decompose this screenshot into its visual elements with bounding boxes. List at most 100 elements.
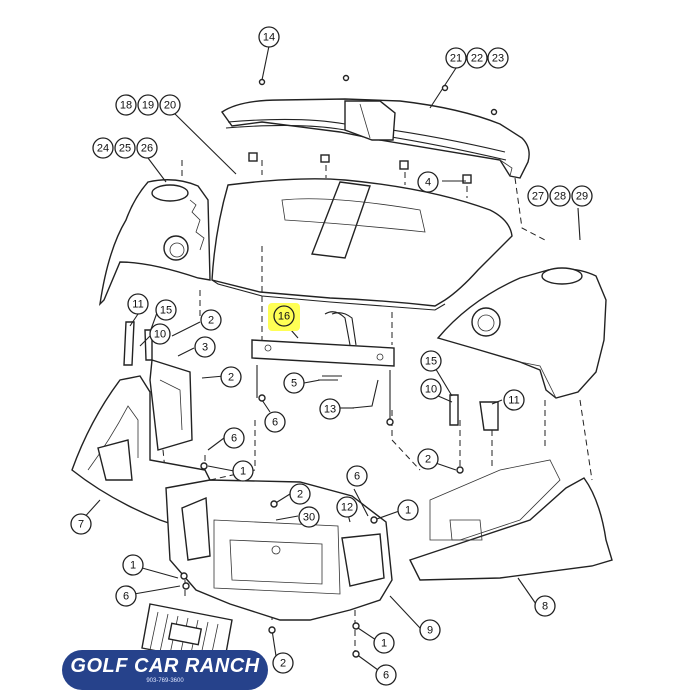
brand-logo: GOLF CAR RANCH 903-769-3600 <box>62 650 268 690</box>
callout-label: 2 <box>280 658 286 670</box>
callout-circle <box>397 499 419 521</box>
left-hinge <box>123 321 193 451</box>
callout-label: 4 <box>425 177 431 189</box>
callout-label: 12 <box>341 502 353 514</box>
hood <box>211 178 513 311</box>
callout-label: 10 <box>425 384 437 396</box>
callout-label: 6 <box>123 591 129 603</box>
callout-16: 16 <box>273 305 295 327</box>
callout-circle <box>194 336 216 358</box>
callout-1: 1 <box>397 499 419 521</box>
callout-2: 2 <box>200 309 222 331</box>
callout-19: 19 <box>137 94 159 116</box>
callout-circle <box>419 619 441 641</box>
callout-2: 2 <box>289 483 311 505</box>
callout-label: 2 <box>208 315 214 327</box>
callout-30: 30 <box>298 506 320 528</box>
callout-circle <box>445 47 467 69</box>
callout-label: 2 <box>297 489 303 501</box>
callout-circle <box>466 47 488 69</box>
callout-circle <box>223 427 245 449</box>
callout-circle <box>571 185 593 207</box>
callout-circle <box>319 398 341 420</box>
callout-6: 6 <box>115 585 137 607</box>
callout-circle <box>272 652 294 674</box>
callout-circle <box>283 372 305 394</box>
callout-24: 24 <box>92 137 114 159</box>
callout-circle <box>115 585 137 607</box>
leader-lines <box>80 45 581 671</box>
callout-circle <box>127 293 149 315</box>
top-cowl <box>221 98 530 179</box>
callout-label: 11 <box>508 395 519 407</box>
callout-8: 8 <box>534 595 556 617</box>
callout-circle <box>420 378 442 400</box>
right-front-fender <box>436 267 607 399</box>
callout-circle <box>298 506 320 528</box>
callout-label: 11 <box>132 299 143 311</box>
brand-phone: 903-769-3600 <box>146 678 184 684</box>
callout-15: 15 <box>155 299 177 321</box>
callout-label: 3 <box>202 342 208 354</box>
brand-name: GOLF CAR RANCH <box>70 655 260 677</box>
callout-label: 5 <box>291 378 297 390</box>
callout-28: 28 <box>549 185 571 207</box>
callout-label: 16 <box>278 311 290 323</box>
callout-11: 11 <box>503 389 525 411</box>
callout-9: 9 <box>419 619 441 641</box>
callout-circle <box>122 554 144 576</box>
callout-label: 1 <box>130 560 136 572</box>
callout-circle <box>136 137 158 159</box>
callout-circle <box>503 389 525 411</box>
callout-29: 29 <box>571 185 593 207</box>
callout-5: 5 <box>283 372 305 394</box>
callout-label: 9 <box>427 625 433 637</box>
callout-label: 6 <box>231 433 237 445</box>
callout-label: 26 <box>141 143 153 155</box>
callout-circle <box>200 309 222 331</box>
left-front-fender <box>98 179 211 306</box>
callout-label: 25 <box>119 143 131 155</box>
callout-circle <box>155 299 177 321</box>
callout-circle <box>487 47 509 69</box>
callout-27: 27 <box>527 185 549 207</box>
callout-circle <box>273 305 295 327</box>
callout-label: 19 <box>142 100 154 112</box>
callout-1: 1 <box>373 632 395 654</box>
callout-26: 26 <box>136 137 158 159</box>
callout-circle <box>70 513 92 535</box>
callout-20: 20 <box>159 94 181 116</box>
callout-circle <box>346 465 368 487</box>
callout-3: 3 <box>194 336 216 358</box>
callout-21: 21 <box>445 47 467 69</box>
callout-label: 1 <box>381 638 387 650</box>
callout-6: 6 <box>223 427 245 449</box>
callout-label: 6 <box>272 417 278 429</box>
callout-label: 27 <box>532 191 544 203</box>
callout-18: 18 <box>115 94 137 116</box>
callout-label: 13 <box>324 404 336 416</box>
callout-label: 20 <box>164 100 176 112</box>
callout-25: 25 <box>114 137 136 159</box>
callout-circle <box>420 350 442 372</box>
callout-circle <box>373 632 395 654</box>
hood-bracket <box>251 311 395 422</box>
callout-circle <box>527 185 549 207</box>
callout-label: 15 <box>425 356 437 368</box>
callout-6: 6 <box>346 465 368 487</box>
callout-12: 12 <box>336 496 358 518</box>
callout-label: 6 <box>354 471 360 483</box>
callout-circle <box>220 366 242 388</box>
callout-label: 18 <box>120 100 132 112</box>
callout-label: 29 <box>576 191 588 203</box>
callout-circle <box>159 94 181 116</box>
callout-label: 24 <box>97 143 109 155</box>
callout-6: 6 <box>264 411 286 433</box>
callout-1: 1 <box>122 554 144 576</box>
callout-circle <box>114 137 136 159</box>
callout-2: 2 <box>272 652 294 674</box>
callout-label: 2 <box>425 454 431 466</box>
right-splash <box>409 459 613 581</box>
callout-circle <box>417 171 439 193</box>
